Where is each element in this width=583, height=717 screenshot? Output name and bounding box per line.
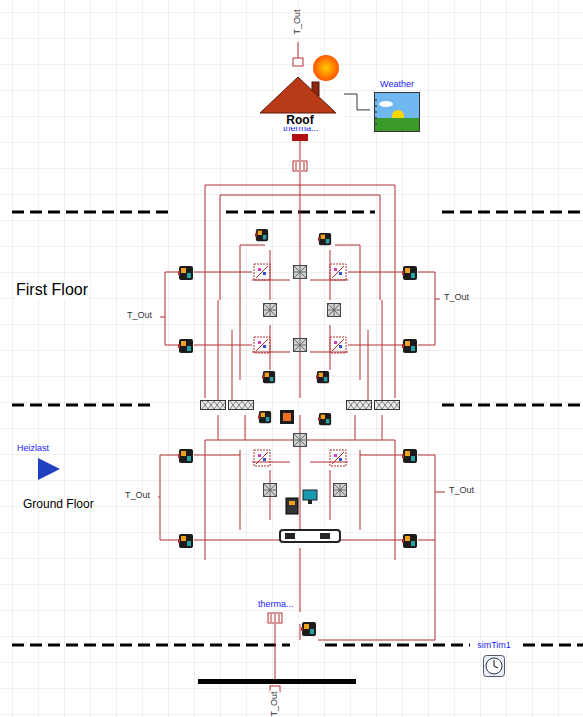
component-name: Roof [256,114,344,127]
signal-name: T_Out [293,8,303,35]
floor-label: First Floor [15,281,89,299]
signal-name: T_Out [443,293,470,303]
signal-name: T_Out [124,491,151,501]
clock-icon [483,655,505,677]
component-name: therma... [257,600,295,610]
input-name: Heizlast [16,444,50,454]
component-name: Weather [370,80,424,90]
signal-name: T_Out [270,690,280,717]
weather-icon [374,92,420,132]
connector [344,94,370,110]
roof-shape [256,74,340,114]
component-name: simTim1 [470,641,518,651]
roof-component: Roof [256,74,344,127]
floor-label: Ground Floor [22,498,95,511]
weather-component: Weather [370,80,424,132]
signal-name: T_Out [448,486,475,496]
time-component: simTim1 [470,641,518,677]
signal-name: T_Out [126,311,153,321]
